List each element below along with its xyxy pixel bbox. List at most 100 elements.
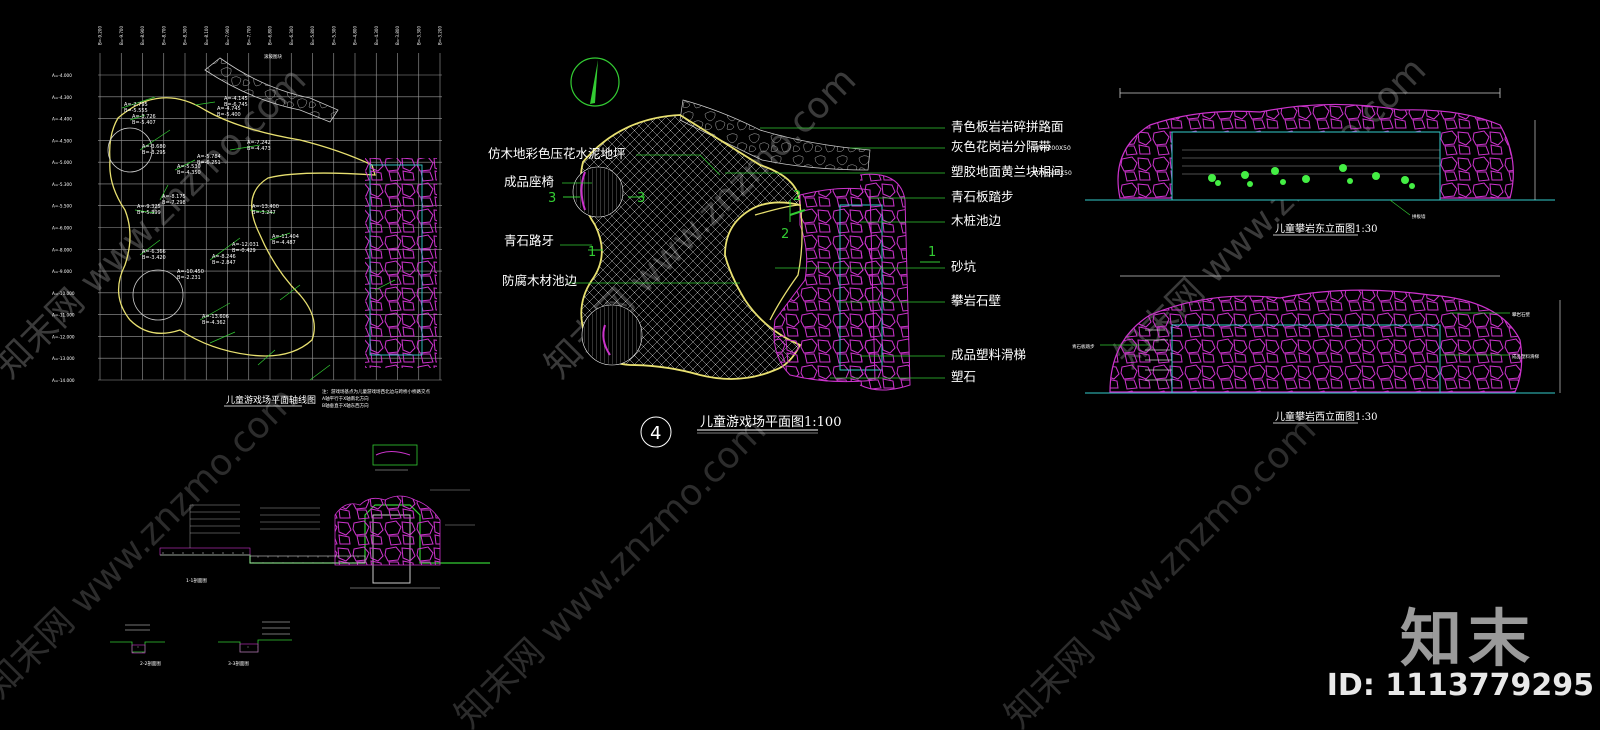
label-colored-concrete: 仿木地彩色压花水泥地坪 [488,146,626,161]
label-rubber-size: 500X500X50 [1033,170,1072,177]
grid-row-label: A=-4.500 [52,138,72,143]
watermark-text: 知末网 www.znzmo.com [447,409,774,730]
coordinate-label: B=-4.487 [272,240,296,246]
stone-paving [679,99,871,171]
grid-row-label: A=-4.000 [52,73,72,78]
west-label-climbing-wall: 攀岩石壁 [1512,311,1530,318]
label-seat: 成品座椅 [504,174,554,189]
slide-outline [369,164,423,356]
coordinate-label: B=-0.429 [232,248,256,254]
west-steps [1145,329,1172,381]
grid-column-label: B=-9.700 [119,26,124,45]
grid-row-label: A=-4.400 [52,117,72,122]
grid-row-label: A=-11.000 [52,313,75,318]
grid-column-label: B=-3.300 [416,26,421,45]
grid-row-label: A=-14.000 [52,378,75,383]
label-plastic-slide: 成品塑料滑梯 [951,347,1026,362]
north-arrow-icon [590,60,598,104]
coordinate-label: A=-2.795 [124,102,148,108]
section-marker-1: 1 [588,245,596,260]
section-title-2: 2-2剖面图 [140,660,161,667]
grid-row-label: A=-13.000 [52,356,75,361]
grid-row-label: A=-8.000 [52,247,72,252]
paving-band [204,57,339,123]
image-id: ID: 1113779295 [1326,668,1594,703]
grid-note-1: 注：游戏场基点为儿童游戏场西北边与跨桥小桥路交点 [322,388,430,395]
bench-icon [602,324,611,356]
coordinate-label: B=-3.247 [252,210,276,216]
grid-column-label: B=-8.100 [204,26,209,45]
coordinate-label: A=-9.325 [137,204,161,210]
grid-row-label: A=-5.000 [52,160,72,165]
grid-column-label: B=-8.900 [140,26,145,45]
west-elevation: 攀岩石壁 青石板踏步 成品塑料滑梯 儿童攀岩西立面图1:30 [1072,275,1561,424]
coordinate-label: B=-4.362 [202,320,226,326]
coordinate-label: B=-2.847 [212,260,236,266]
west-slide-panel [1171,324,1441,394]
grid-column-label: B=-3.800 [395,26,400,45]
east-elevation: 拼板墙 儿童攀岩东立面图1:30 [1085,88,1555,236]
grid-row-label: A=-5.300 [52,182,72,187]
label-rubber-floor: 塑胶地面黄兰块相间 [951,164,1064,179]
coordinate-label: A=-5.784 [197,154,221,160]
grid-row-labels: A=-4.000A=-4.300A=-4.400A=-4.500A=-5.000… [52,73,75,383]
grid-column-label: B=-8.700 [161,26,166,45]
coordinate-label: B=-6.745 [224,102,248,108]
right-leaders [725,127,945,379]
section-marker-2-bottom: 2 [781,227,789,242]
main-plan: 3 3 1 2 2 1 仿木地彩色压花水泥地坪 成品座椅 青石路牙 防腐木材池边 [488,57,1072,448]
grid-plan-title: 儿童游戏场平面轴线图 [226,394,316,406]
grid-column-label: B=-7.900 [225,26,230,45]
seat-circle [107,127,153,173]
west-elevation-title: 儿童攀岩西立面图1:30 [1275,410,1377,423]
section-details: 1-1剖面图 2-2剖面图 3-3剖面图 [110,444,490,667]
seat-circle [132,269,184,321]
grid-row-label: A=-12.000 [52,334,75,339]
grid-column-label: B=-6.300 [289,26,294,45]
grid-column-label: B=-5.800 [310,26,315,45]
label-granite-strip: 灰色花岗岩分隔带 [951,139,1051,154]
grid-row-label: A=-9.000 [52,269,72,274]
coordinate-label: B=-2.231 [177,275,201,281]
grid-row-label: A=-6.000 [52,226,72,231]
grid-column-label: B=-6.800 [268,26,273,45]
label-granite-size: 500X200X50 [1032,145,1071,152]
label-timber-pile: 木桩池边 [951,213,1002,228]
play-area-outline [109,97,376,357]
section-title-1: 1-1剖面图 [186,577,207,584]
top-reference-label: 滚坡图块 [264,53,282,60]
label-sand-pit: 砂坑 [951,259,977,274]
coordinate-labels: A=-2.795B=-5.555A=-4.145B=-6.745A=-3.726… [124,96,299,326]
drawing-number: 4 [650,423,661,444]
grid-note-2: A轴平行于X轴南北方向 [322,395,369,402]
coordinate-label: B=-5.407 [132,120,156,126]
grid-column-label: B=-4.300 [374,26,379,45]
grid-column-label: B=-4.800 [353,26,358,45]
coordinate-label: A=-8.246 [212,254,236,260]
coordinate-label: B=-3.295 [142,150,166,156]
coordinate-label: A=-6.366 [142,249,166,255]
grid-note-3: B轴垂直于X轴东西方向 [322,402,369,409]
grid-column-label: B=-9.200 [98,26,103,45]
watermark-text: 知末网 www.znzmo.com [0,379,304,706]
north-arrow-circle [570,57,620,107]
coordinate-label: B=-5.399 [137,210,161,216]
coordinate-leaders [121,96,396,381]
main-plan-title: 儿童游戏场平面图1:100 [700,414,841,430]
east-elevation-title: 儿童攀岩东立面图1:30 [1275,222,1377,235]
west-rock-mass [1109,289,1523,393]
grid-row-label: A=-4.300 [52,95,72,100]
left-leaders [560,154,740,284]
label-slate-paving: 青色板岩岩碎拼路面 [951,119,1064,134]
coordinate-label: A=-10.450 [177,269,204,275]
coordinate-label: A=-13.400 [252,204,279,210]
coordinate-label: A=-12.031 [232,242,259,248]
coordinate-label: A=-13.606 [202,314,229,320]
section-marker-3-right: 3 [637,191,645,206]
label-artificial-rock: 塑石 [951,369,976,384]
grid-row-label: A=-10.000 [52,291,75,296]
watermark-text: 知末网 www.znzmo.com [0,59,314,386]
coordinate-label: A=-11.404 [272,234,299,240]
coordinate-label: A=-3.726 [132,114,156,120]
